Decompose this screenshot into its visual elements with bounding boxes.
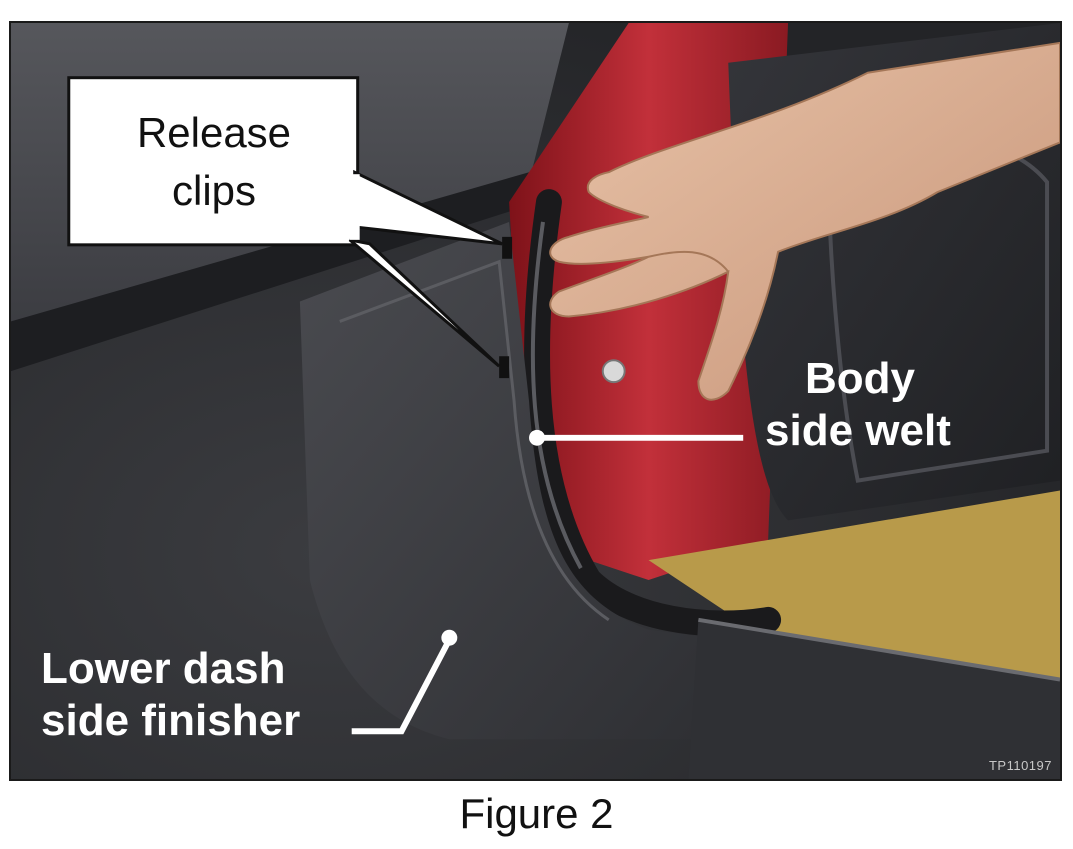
door-bolt (601, 359, 626, 384)
lower-dash-finisher-label: Lower dash side finisher (41, 643, 300, 747)
welt-highlight (530, 221, 583, 570)
release-clip-lower (499, 356, 510, 379)
release-clips-label: Release clips (69, 78, 359, 246)
release-clips-line2: clips (171, 167, 257, 214)
finger-crease (648, 250, 730, 273)
body-side-welt-line1: Body (805, 354, 915, 403)
body-side-welt-label: Body side welt (765, 353, 951, 457)
finisher-highlight (339, 259, 610, 622)
technician-hand (549, 41, 1060, 401)
body-side-welt-line2: side welt (765, 406, 951, 455)
lower-dash-leader (351, 638, 452, 735)
sill-plate (688, 619, 1060, 779)
release-clips-line1: Release (136, 109, 292, 156)
lower-dash-leader-dot (441, 629, 458, 646)
lower-dash-line2: side finisher (41, 696, 301, 745)
sill-edge (698, 617, 1060, 682)
figure-photo: Release clips Body side welt Lower dash … (9, 21, 1062, 781)
callout-pointer-lower (348, 238, 501, 368)
side-finisher-panel (299, 221, 729, 740)
car-interior-photo (11, 23, 1060, 779)
lower-dash-line1: Lower dash (41, 644, 286, 693)
figure-caption: Figure 2 (459, 790, 614, 837)
body-welt-leader-dot (529, 429, 545, 446)
release-clips-callout-box (67, 76, 360, 247)
photo-id-stamp: TP110197 (988, 758, 1052, 773)
release-clip-upper (502, 236, 513, 259)
